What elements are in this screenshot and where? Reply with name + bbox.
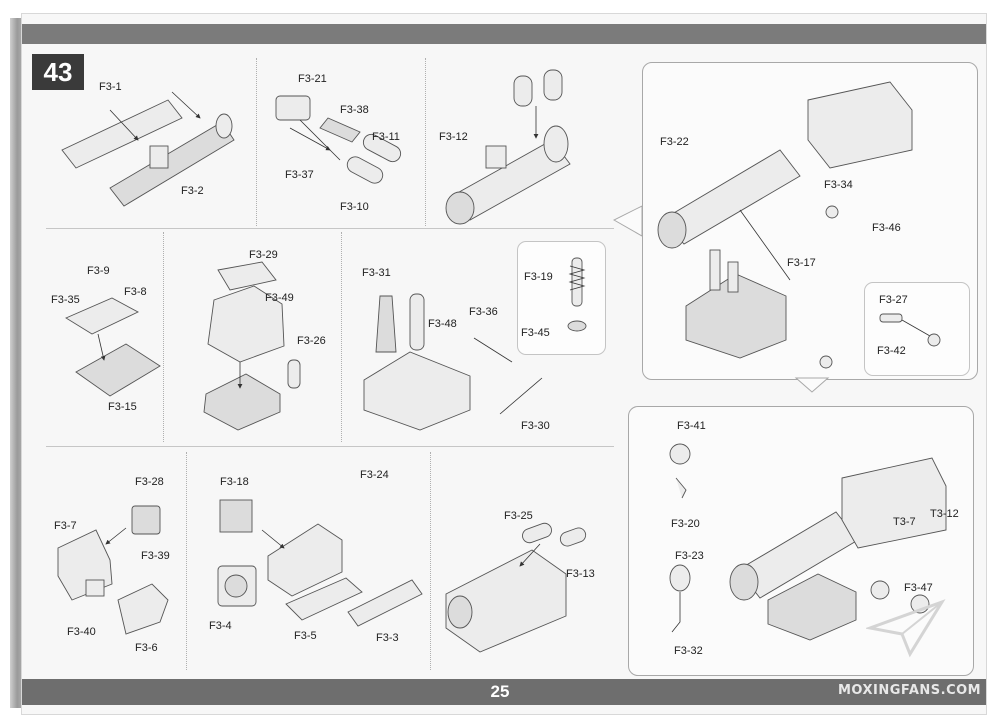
receiver-parts-drawing <box>217 499 423 627</box>
turret-base-drawing <box>363 293 543 431</box>
part-label-f3-22: F3-22 <box>660 136 689 148</box>
watermark-text: MOXINGFANS.COM <box>838 683 982 698</box>
part-label-f3-39: F3-39 <box>141 550 170 562</box>
part-label-f3-25: F3-25 <box>504 510 533 522</box>
part-label-f3-37: F3-37 <box>285 169 314 181</box>
f3-27-part-drawing <box>879 313 941 347</box>
divider <box>46 228 614 229</box>
footer-bar <box>22 679 986 705</box>
upper-assembly-drawing <box>657 81 913 369</box>
divider <box>186 452 187 670</box>
part-label-f3-24: F3-24 <box>360 469 389 481</box>
gear-housing-drawing <box>203 261 301 431</box>
part-label-f3-27: F3-27 <box>879 294 908 306</box>
divider <box>163 232 164 442</box>
part-label-f3-48: F3-48 <box>428 318 457 330</box>
part-label-f3-46: F3-46 <box>872 222 901 234</box>
part-label-f3-36: F3-36 <box>469 306 498 318</box>
part-label-f3-2: F3-2 <box>181 185 204 197</box>
spring-detail-box <box>517 241 606 355</box>
mechanism-rods-drawing <box>275 95 402 184</box>
divider <box>425 58 426 226</box>
divider <box>430 452 431 670</box>
part-label-f3-4: F3-4 <box>209 620 232 632</box>
part-label-f3-31: F3-31 <box>362 267 391 279</box>
spring-drawing <box>567 257 587 332</box>
part-label-f3-1: F3-1 <box>99 81 122 93</box>
part-label-f3-47: F3-47 <box>904 582 933 594</box>
part-label-f3-8: F3-8 <box>124 286 147 298</box>
part-label-f3-32: F3-32 <box>674 645 703 657</box>
part-label-f3-19: F3-19 <box>524 271 553 283</box>
divider <box>341 232 342 442</box>
header-bar <box>22 24 986 44</box>
paper-plane-logo <box>866 599 946 658</box>
part-label-f3-15: F3-15 <box>108 401 137 413</box>
base-plate-drawing <box>65 297 161 397</box>
part-label-f3-5: F3-5 <box>294 630 317 642</box>
divider <box>46 446 614 447</box>
part-label-f3-40: F3-40 <box>67 626 96 638</box>
part-label-f3-12: F3-12 <box>439 131 468 143</box>
part-label-f3-26: F3-26 <box>297 335 326 347</box>
part-label-f3-41: F3-41 <box>677 420 706 432</box>
divider <box>256 58 257 226</box>
part-label-t3-12: T3-12 <box>930 508 959 520</box>
part-label-f3-21: F3-21 <box>298 73 327 85</box>
part-label-f3-6: F3-6 <box>135 642 158 654</box>
lower-assembly-drawing <box>669 443 947 641</box>
part-label-f3-28: F3-28 <box>135 476 164 488</box>
part-label-f3-3: F3-3 <box>376 632 399 644</box>
barrel-halves-drawing <box>61 91 235 207</box>
part-label-f3-13: F3-13 <box>566 568 595 580</box>
barrel-assembly-drawing <box>445 69 571 225</box>
part-label-f3-45: F3-45 <box>521 327 550 339</box>
part-label-f3-7: F3-7 <box>54 520 77 532</box>
part-label-f3-38: F3-38 <box>340 104 369 116</box>
part-label-f3-35: F3-35 <box>51 294 80 306</box>
breech-parts-drawing <box>57 505 169 635</box>
part-label-f3-23: F3-23 <box>675 550 704 562</box>
part-label-f3-42: F3-42 <box>877 345 906 357</box>
part-label-f3-49: F3-49 <box>265 292 294 304</box>
part-label-f3-30: F3-30 <box>521 420 550 432</box>
step-number: 43 <box>32 54 84 90</box>
part-label-f3-17: F3-17 <box>787 257 816 269</box>
part-label-f3-20: F3-20 <box>671 518 700 530</box>
part-label-f3-34: F3-34 <box>824 179 853 191</box>
part-label-f3-11: F3-11 <box>372 131 400 143</box>
part-label-f3-9: F3-9 <box>87 265 110 277</box>
part-label-f3-18: F3-18 <box>220 476 249 488</box>
part-label-f3-29: F3-29 <box>249 249 278 261</box>
chamber-assembly-drawing <box>445 522 587 653</box>
part-label-t3-7: T3-7 <box>893 516 916 528</box>
page-number: 25 <box>490 682 510 701</box>
part-label-f3-10: F3-10 <box>340 201 369 213</box>
